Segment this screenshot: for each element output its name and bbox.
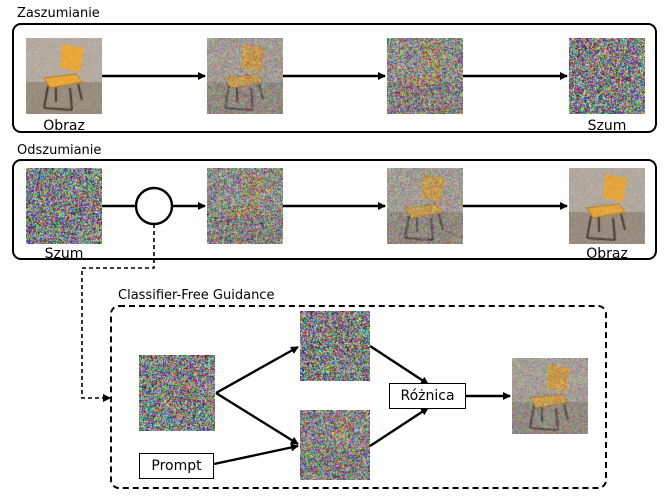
noising-start-label: Obraz — [43, 118, 85, 134]
guidance-arrow-to-conditional — [215, 391, 299, 446]
noising-image-4 — [569, 38, 645, 114]
denoising-image-2 — [207, 168, 283, 244]
noising-title: Zaszumianie — [17, 6, 100, 21]
denoising-image-3 — [387, 168, 463, 244]
guidance-input-image — [139, 355, 215, 431]
noising-image-2 — [207, 38, 283, 114]
guidance-unconditional-image — [300, 311, 370, 381]
denoising-title: Odszumianie — [17, 143, 102, 158]
guidance-arrow-to-unconditional — [215, 345, 299, 395]
guidance-arrow-unconditional-to-difference — [369, 344, 429, 386]
denoising-panel — [12, 159, 657, 260]
difference-box: Różnica — [389, 383, 466, 409]
guidance-output-image — [512, 358, 588, 434]
guidance-conditional-image — [300, 410, 370, 480]
noising-end-label: Szum — [587, 118, 627, 134]
prompt-box: Prompt — [139, 453, 214, 479]
guidance-junction-circle — [134, 186, 174, 226]
guidance-dashed-connector — [81, 224, 155, 402]
noising-image-3 — [387, 38, 463, 114]
denoising-end-label: Obraz — [586, 246, 628, 262]
denoising-start-label: Szum — [44, 246, 84, 262]
guidance-arrow-prompt — [213, 443, 299, 466]
denoising-image-4 — [569, 168, 645, 244]
noising-panel — [12, 23, 657, 133]
guidance-title: Classifier-Free Guidance — [118, 288, 275, 303]
guidance-panel — [110, 305, 607, 489]
guidance-arrow-conditional-to-difference — [369, 406, 429, 448]
noising-image-1 — [26, 38, 102, 114]
denoising-image-1 — [26, 168, 102, 244]
